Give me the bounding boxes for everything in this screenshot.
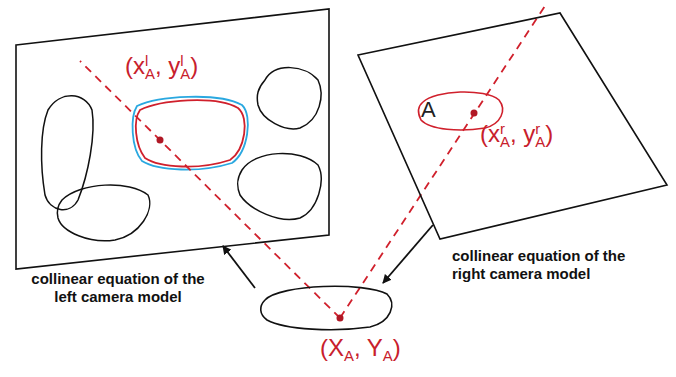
left-image-plane: (xlA, ylA) [15,8,330,270]
image-point [157,137,164,144]
object-outline [257,68,321,129]
model-arrow [383,225,433,283]
object-coordinate: (XA, YA) [320,334,401,363]
matched-outline [133,97,248,170]
object-outline [238,154,322,220]
ground-object-outline [255,282,395,330]
ground-object-border [261,286,392,329]
right-image-plane-border [358,13,667,239]
left-image-plane-border [16,9,329,269]
object-point [337,315,344,322]
model-arrow [223,246,255,288]
arrow-label: collinear equation of the left camera mo… [27,270,209,306]
object-outline-red [136,100,245,166]
ground-object: (XA, YA) [255,282,395,330]
right-image-plane: (xrA, yrA) A [357,12,668,240]
point-name: A [421,97,436,123]
object-outline [42,96,93,210]
image-coordinate: (xrA, yrA) [480,120,553,149]
image-point [471,110,478,117]
arrow-label: collinear equation of the right camera m… [452,247,642,283]
image-object-border [419,92,503,130]
left-image-plane-outline [15,8,330,270]
object-outline [57,185,150,241]
image-object: A [415,88,505,132]
image-coordinate: (xlA, ylA) [125,52,198,81]
